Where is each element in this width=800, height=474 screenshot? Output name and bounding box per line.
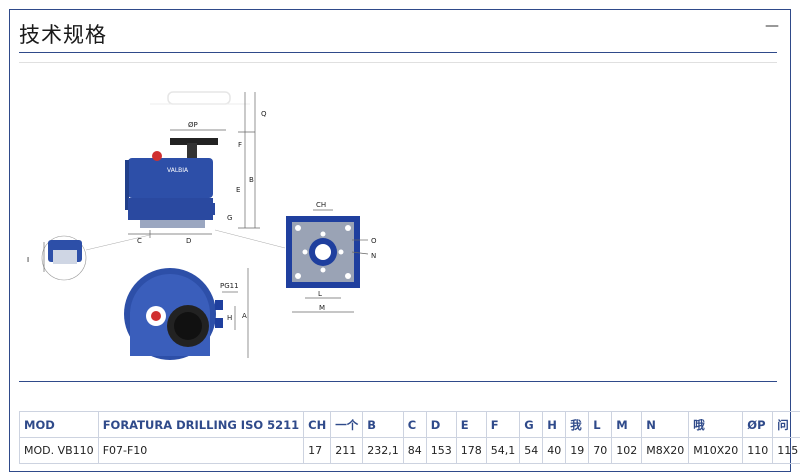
actuator-side-view: VALBIA: [125, 91, 250, 228]
table-row: MOD. VB110 F07-F10 17 211 232,1 84 153 1…: [19, 437, 800, 464]
table-cell: 54,1: [485, 437, 521, 464]
header-cell: H: [542, 411, 567, 438]
table-header-row: MOD FORATURA DRILLING ISO 5211 CH 一个 B C…: [19, 411, 800, 438]
table-divider: [19, 381, 777, 382]
table-cell: 211: [330, 437, 364, 464]
label-g: G: [227, 214, 232, 222]
table-cell: M10X20: [688, 437, 744, 464]
header-cell: N: [641, 411, 690, 438]
label-h: H: [227, 314, 232, 322]
header-cell: M: [611, 411, 643, 438]
header-cell: F: [485, 411, 521, 438]
label-n: N: [371, 252, 376, 260]
header-cell: B: [362, 411, 404, 438]
table-cell: 110: [742, 437, 774, 464]
table-cell: 178: [455, 437, 487, 464]
table-cell: 70: [588, 437, 613, 464]
coupling-detail: I: [27, 234, 151, 281]
table-cell: 84: [402, 437, 427, 464]
table-cell: 232,1: [362, 437, 404, 464]
table-cell: 115: [772, 437, 800, 464]
label-e: E: [236, 186, 240, 194]
table-cell: F07-F10: [97, 437, 305, 464]
actuator-top-view: [124, 268, 223, 360]
spec-table: MOD FORATURA DRILLING ISO 5211 CH 一个 B C…: [19, 411, 800, 464]
label-pg: PG11: [220, 282, 239, 290]
header-cell: E: [455, 411, 487, 438]
table-cell: 102: [611, 437, 643, 464]
top-border: [19, 62, 777, 63]
label-q: Q: [261, 110, 267, 118]
header-cell: 一个: [330, 411, 364, 438]
brand-logo: VALBIA: [167, 167, 189, 174]
header-cell: MOD: [19, 411, 99, 438]
label-c: C: [137, 237, 142, 245]
header-cell: D: [425, 411, 457, 438]
flange-plate-view: [286, 216, 360, 288]
table-cell: 17: [303, 437, 332, 464]
technical-drawing: VALBIA Q ØP F E B G C D I: [27, 91, 377, 360]
header-cell: ØP: [742, 411, 774, 438]
label-o: O: [371, 237, 377, 245]
collapse-button[interactable]: —: [765, 18, 779, 34]
header-cell: 我: [565, 411, 590, 438]
header-cell: G: [519, 411, 544, 438]
page-title: 技术规格: [19, 23, 107, 47]
header-cell: CH: [303, 411, 332, 438]
table-cell: 54: [519, 437, 544, 464]
table-cell: 40: [542, 437, 567, 464]
label-f: F: [238, 141, 242, 149]
label-b: B: [249, 176, 254, 184]
label-a: A: [242, 312, 247, 320]
header-cell: C: [402, 411, 427, 438]
header-cell: FORATURA DRILLING ISO 5211: [97, 411, 305, 438]
header-cell: 问: [772, 411, 800, 438]
table-cell: M8X20: [641, 437, 690, 464]
label-p: ØP: [188, 121, 198, 129]
spec-panel: [9, 9, 791, 472]
table-cell: 19: [565, 437, 590, 464]
header-cell: L: [588, 411, 613, 438]
title-divider: [19, 52, 777, 53]
table-cell: MOD. VB110: [19, 437, 99, 464]
table-cell: 153: [425, 437, 457, 464]
label-m: M: [319, 304, 325, 312]
label-d: D: [186, 237, 191, 245]
header-cell: 哦: [688, 411, 744, 438]
label-i: I: [27, 256, 29, 264]
label-l: L: [318, 290, 322, 298]
label-ch: CH: [316, 201, 326, 209]
